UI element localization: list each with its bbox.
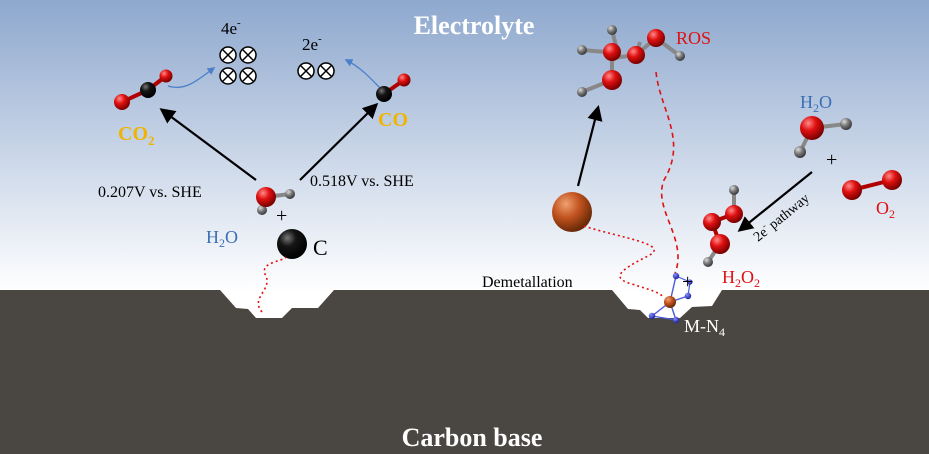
- plus-sign-left: +: [276, 205, 287, 227]
- potential-right-label: 0.518V vs. SHE: [310, 173, 414, 190]
- arrow-metal-to-ros: [576, 105, 603, 187]
- co2-molecule: [114, 69, 173, 110]
- o2-molecule: [842, 170, 902, 200]
- carbon-atom: [277, 229, 307, 259]
- ros-label: ROS: [676, 28, 711, 48]
- electrolyte-label: Electrolyte: [414, 11, 535, 40]
- demetallation-label: Demetallation: [482, 274, 573, 291]
- h2o-label-left: H2O: [206, 227, 238, 250]
- co-label: CO: [378, 109, 408, 131]
- electrolyte-region: [0, 0, 929, 292]
- surface-pit-left: [220, 290, 334, 318]
- electron-symbol-icon: [239, 67, 257, 85]
- two-electron-label: 2e-: [302, 33, 322, 54]
- carbon-base-label: Carbon base: [402, 423, 543, 452]
- ros-molecules: [577, 25, 685, 97]
- four-electron-label: 4e-: [221, 17, 241, 38]
- electron-symbol-icon: [219, 67, 237, 85]
- plus-sign-right: +: [826, 149, 837, 171]
- plus-sign-mn4: +: [682, 271, 693, 293]
- water-molecule-left: [256, 187, 295, 215]
- carbon-release-path: [257, 256, 287, 313]
- electron-group-two: [297, 62, 335, 80]
- mn4-label: M-N4: [684, 316, 725, 339]
- water-molecule-right: [794, 116, 852, 158]
- electron-group-four: [219, 46, 257, 85]
- arrow-2e-pathway: [737, 171, 813, 232]
- h2o2-label: H2O2: [722, 267, 760, 290]
- arrow-to-co2: [159, 108, 257, 181]
- potential-left-label: 0.207V vs. SHE: [98, 184, 202, 201]
- mn4-site: [648, 272, 693, 324]
- electron-symbol-icon: [239, 46, 257, 64]
- arrow-to-co: [299, 102, 379, 181]
- o2-label: O2: [876, 198, 895, 221]
- electron-arrow-left: [167, 67, 216, 89]
- carbon-label: C: [313, 235, 328, 260]
- h2o-label-right: H2O: [800, 92, 832, 115]
- electron-symbol-icon: [297, 62, 315, 80]
- electron-symbol-icon: [219, 46, 237, 64]
- carbon-base-region: [0, 290, 929, 454]
- co2-label: CO2: [118, 123, 155, 148]
- ros-attack-path: [655, 71, 679, 277]
- electron-symbol-icon: [317, 62, 335, 80]
- h2o2-molecule: [703, 185, 743, 267]
- co-molecule: [376, 73, 411, 102]
- metal-atom: [552, 192, 592, 232]
